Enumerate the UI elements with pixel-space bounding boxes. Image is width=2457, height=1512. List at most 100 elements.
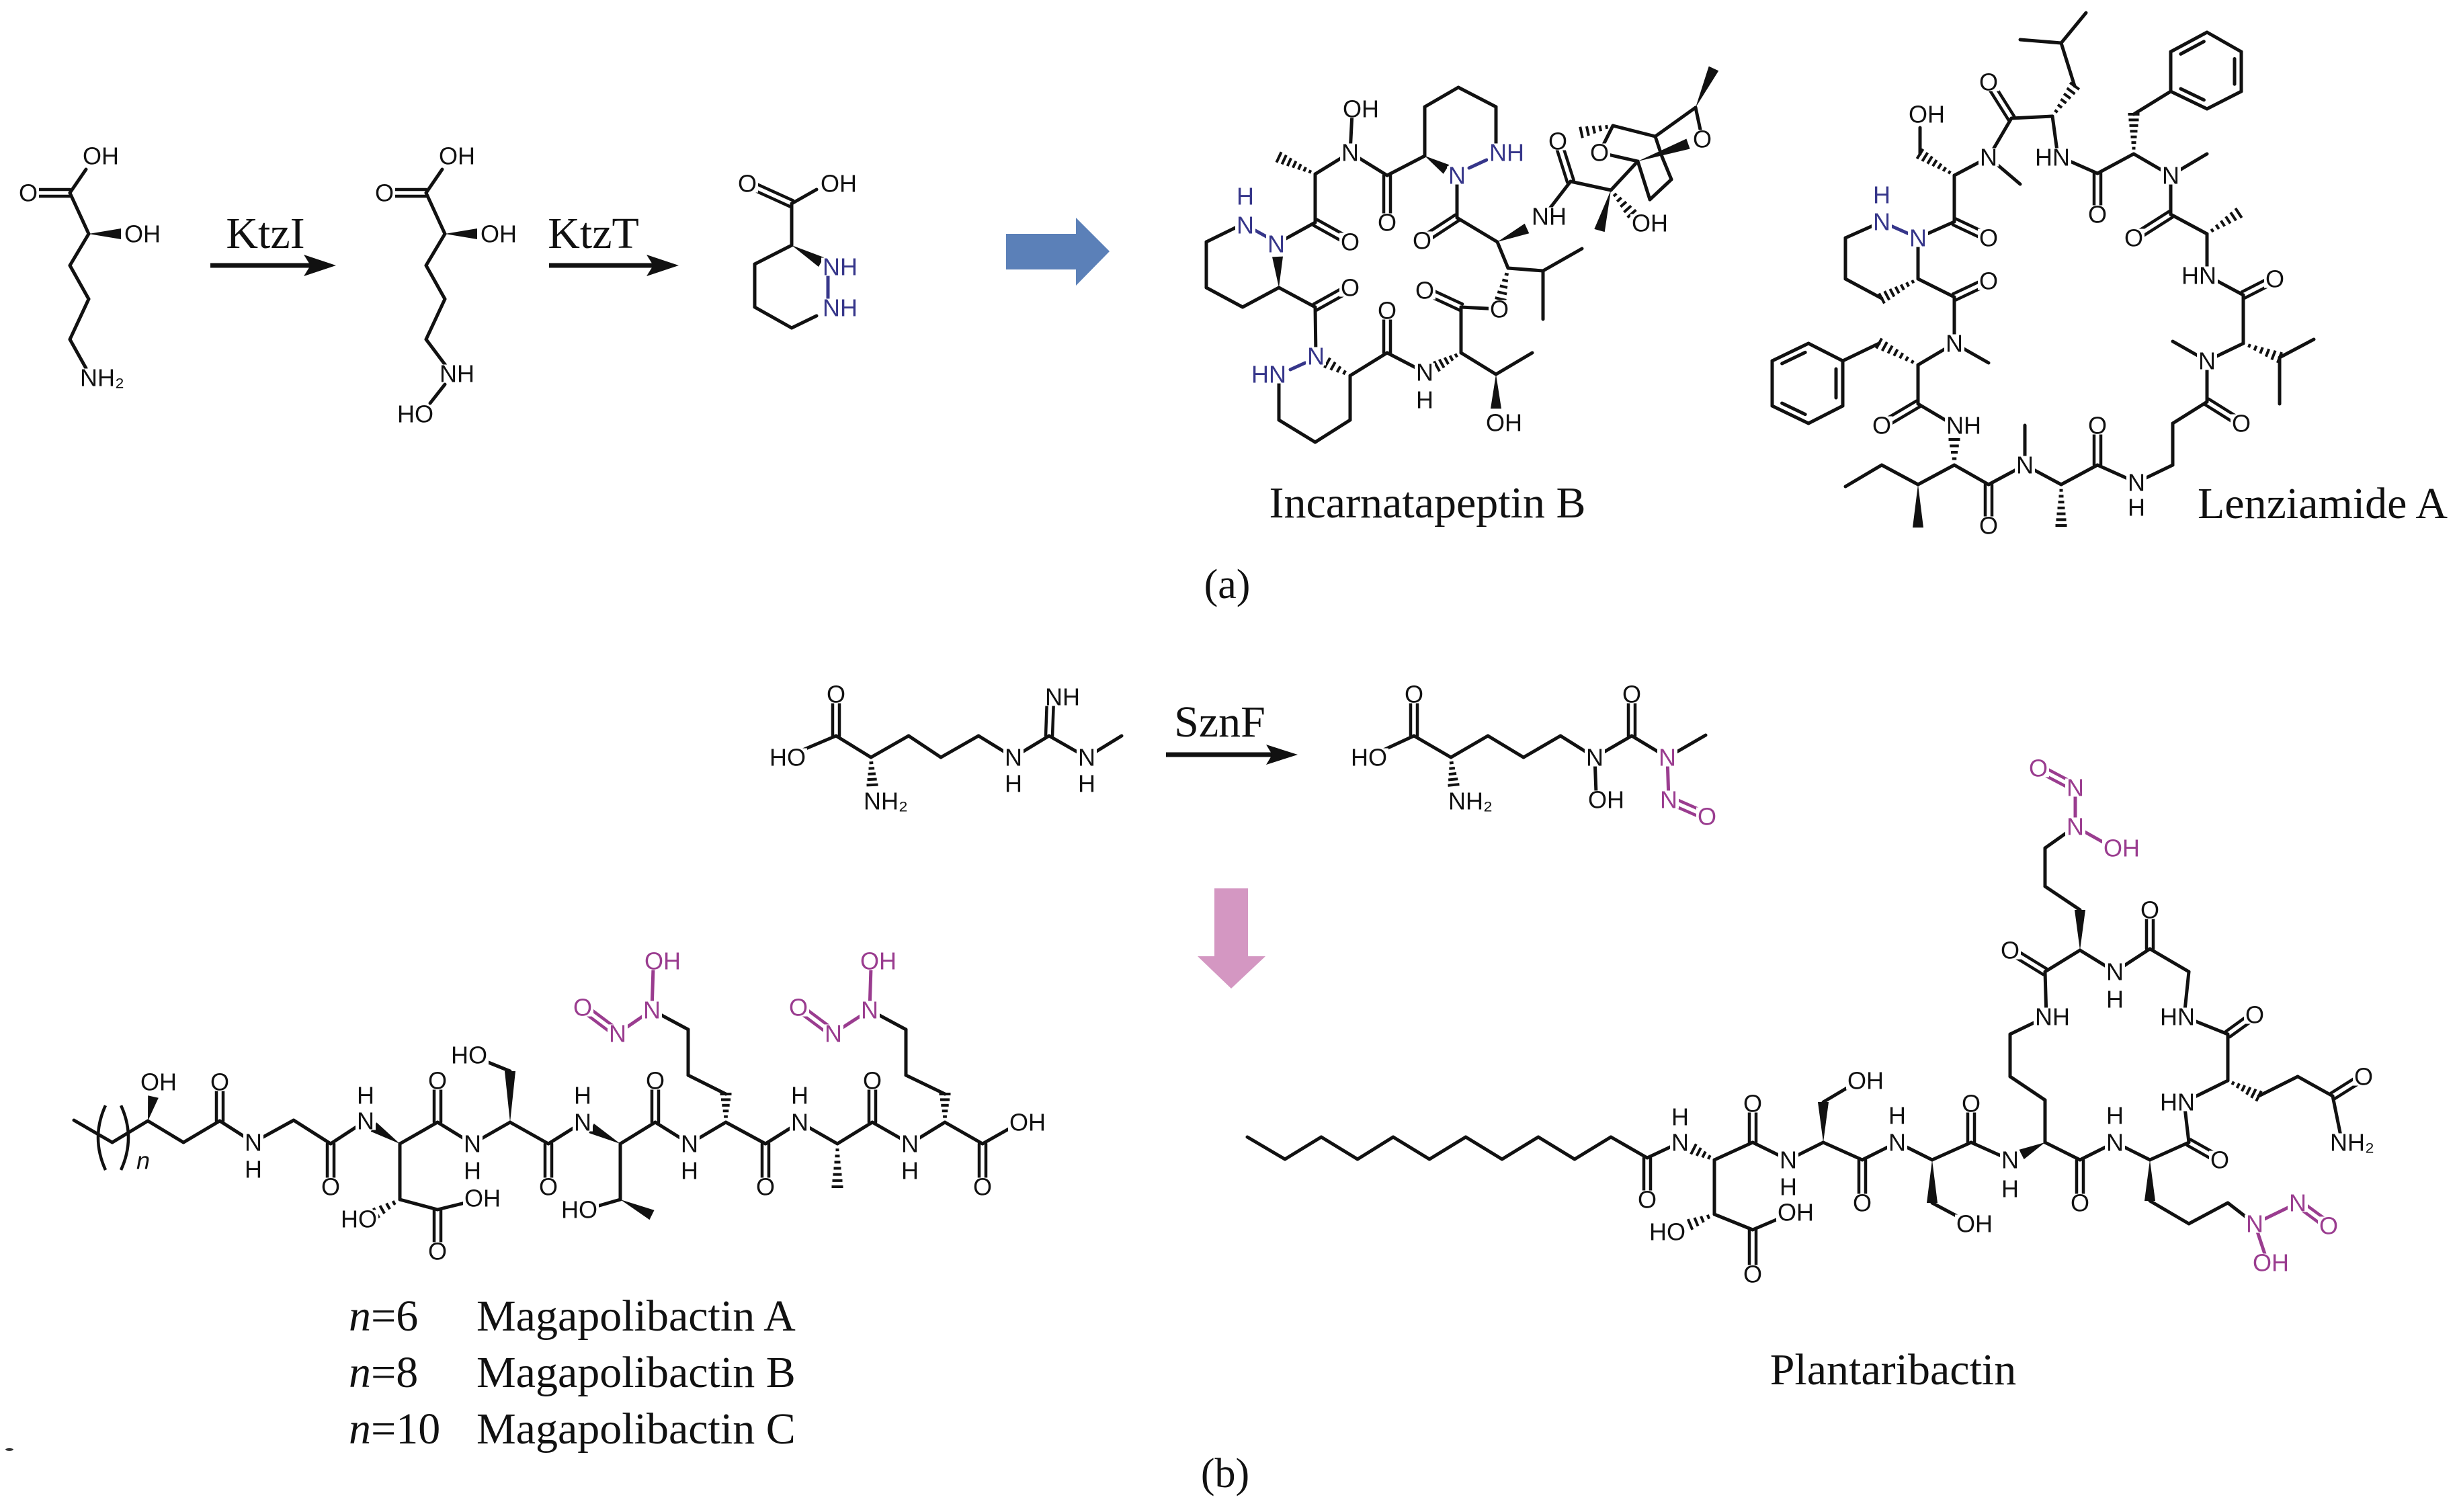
label-mask — [787, 998, 810, 1017]
single-bond — [1609, 159, 1640, 192]
hash-bond — [1448, 761, 1460, 787]
label-mask — [2086, 416, 2109, 435]
label-mask — [573, 1086, 593, 1105]
benzene-ring — [1770, 341, 1845, 425]
label-mask — [2180, 266, 2218, 285]
hash-bond — [1579, 124, 1609, 138]
hash-mark — [2210, 228, 2214, 233]
label-mask — [2065, 817, 2085, 836]
atom-label: N — [2289, 1189, 2306, 1217]
atom-label: N — [1267, 230, 1285, 258]
label-mask — [426, 1071, 449, 1090]
label-mask — [2263, 269, 2286, 288]
hash-mark — [1501, 278, 1509, 283]
single-bond — [686, 1073, 728, 1096]
atom-label: O — [210, 1068, 229, 1096]
label-mask — [1657, 748, 1677, 767]
label-mask — [1999, 941, 2022, 960]
hash-mark — [1626, 208, 1637, 219]
label-mask — [1872, 212, 1892, 231]
atom-label: O — [2245, 1001, 2264, 1029]
label-mask — [859, 952, 898, 970]
wedge-bond — [1497, 223, 1530, 242]
atom-label: NH₂ — [1448, 788, 1493, 815]
atom-label: OH — [1956, 1210, 1993, 1238]
atom-label: H — [1888, 1102, 1906, 1130]
hash-mark — [1616, 196, 1622, 203]
label-mask — [1411, 231, 1433, 250]
label-mask — [356, 1111, 376, 1130]
single-bond — [1245, 1135, 1287, 1161]
label-mask — [438, 364, 476, 383]
single-bond — [1313, 418, 1352, 444]
label-mask — [462, 1161, 483, 1180]
single-bond — [834, 734, 873, 759]
atom-label: NH — [1532, 203, 1567, 230]
hash-mark — [1894, 286, 1901, 294]
atom-label: N — [1780, 1146, 1797, 1174]
hash-mark — [1904, 355, 1909, 362]
atom-label: H — [2106, 1102, 2124, 1130]
atom-label: O — [1378, 297, 1397, 325]
single-bond — [1486, 734, 1526, 759]
label-mask — [1415, 390, 1435, 409]
hash-mark — [1449, 766, 1456, 770]
single-bond — [1770, 341, 1810, 363]
hash-mark — [1297, 163, 1302, 171]
atom-label: O — [2265, 265, 2284, 293]
single-bond — [2095, 152, 2136, 175]
single-bond — [508, 1120, 550, 1146]
block-arrow-right — [1006, 218, 1110, 286]
single-bond — [1288, 361, 1307, 372]
label-mask — [1341, 99, 1380, 118]
label-mask — [2288, 1193, 2308, 1212]
atom-label: OH — [1778, 1199, 1814, 1226]
atom-label: NH₂ — [80, 364, 124, 392]
single-bond — [1506, 266, 1545, 273]
hash-mark — [1706, 1154, 1712, 1160]
atom-label: O — [2354, 1063, 2373, 1091]
wedge-bond — [1927, 1160, 1938, 1203]
hash-mark — [1899, 284, 1905, 291]
atom-label: OH — [83, 142, 119, 170]
single-bond — [1522, 734, 1563, 759]
enzyme-label-ktzt: KtzT — [548, 209, 639, 258]
wedge-bond — [1491, 374, 1501, 409]
label-mask — [1235, 216, 1255, 235]
single-bond — [424, 191, 447, 236]
atom-label: N — [2067, 813, 2084, 841]
single-bond — [398, 1198, 440, 1212]
atom-label: N — [2246, 1210, 2263, 1238]
single-bond — [424, 337, 448, 368]
single-bond — [146, 1119, 185, 1144]
single-bond — [2169, 212, 2209, 236]
label-mask — [790, 1113, 810, 1132]
label-mask — [1648, 1222, 1687, 1241]
label-mask — [2105, 962, 2125, 981]
label-mask — [571, 998, 594, 1017]
label-mask — [1585, 748, 1605, 767]
label-mask — [1741, 1265, 1764, 1284]
atom-label: OH — [860, 948, 897, 975]
wedge-bond — [505, 1071, 515, 1122]
atom-label: OH — [481, 220, 517, 248]
atom-labels: ONHHOOHOONHOHONHOHONHNHONHNOHNOOHNONH₂OH… — [1638, 755, 2374, 1288]
atom-label: NH — [440, 360, 474, 388]
atom-label: O — [1872, 412, 1891, 439]
atom-label: O — [1698, 803, 1716, 831]
label-mask — [81, 146, 120, 165]
label-mask — [2126, 498, 2147, 517]
label-mask — [1546, 132, 1569, 151]
label-mask — [679, 1134, 700, 1153]
single-bond — [753, 305, 794, 330]
label-mask — [1979, 148, 1999, 167]
atom-label: HO — [397, 401, 433, 428]
single-bond — [1880, 463, 1920, 487]
hash-mark — [1905, 282, 1910, 288]
single-bond — [68, 297, 91, 341]
magapolibactin-variant-list: n=6 Magapolibactin A n=8 Magapolibactin … — [349, 1292, 796, 1454]
hash-mark — [1701, 1150, 1707, 1159]
hash-mark — [1329, 361, 1337, 371]
